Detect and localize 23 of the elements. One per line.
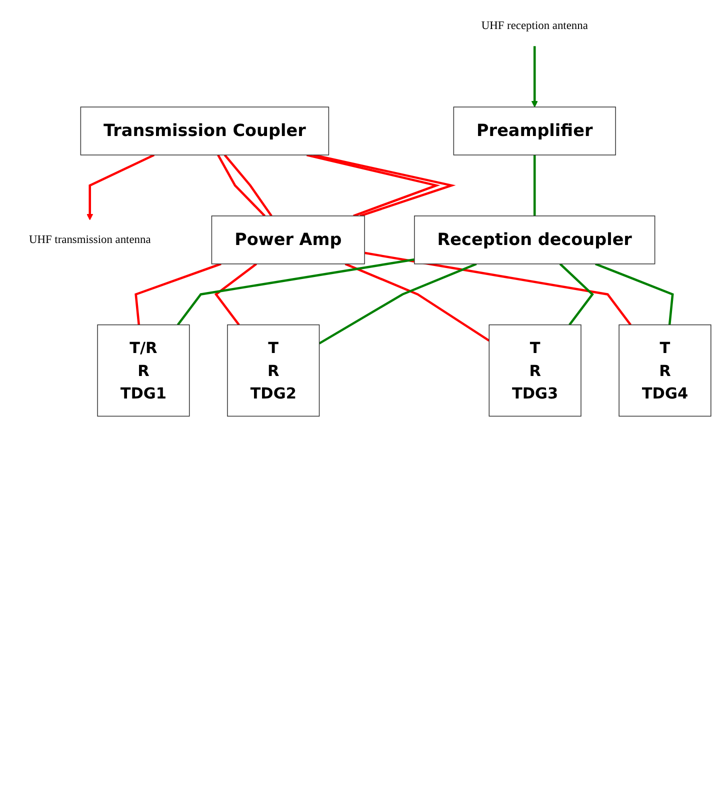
node-box: Power Amp <box>211 216 365 264</box>
node-box: Reception decoupler <box>414 216 656 264</box>
arrow <box>86 154 155 220</box>
connector <box>134 262 222 325</box>
connector <box>217 154 266 217</box>
connector <box>533 154 536 216</box>
connector <box>344 262 490 342</box>
node-text: UHF transmission antenna <box>28 234 151 246</box>
connector <box>364 252 632 326</box>
node-box: T R TDG3 <box>488 324 582 417</box>
connector <box>318 262 477 344</box>
node-text: UHF reception antenna <box>481 20 588 32</box>
connector <box>214 262 258 326</box>
connector <box>559 263 594 326</box>
arrow <box>531 46 538 108</box>
node-box: T R TDG2 <box>227 324 320 417</box>
node-box: Preamplifier <box>453 106 616 156</box>
node-box: Transmission Coupler <box>80 106 330 156</box>
node-box: T/R R TDG1 <box>97 324 190 417</box>
connector <box>224 154 272 217</box>
node-box: T R TDG4 <box>618 324 712 417</box>
connector <box>176 258 415 326</box>
connector <box>595 262 674 325</box>
